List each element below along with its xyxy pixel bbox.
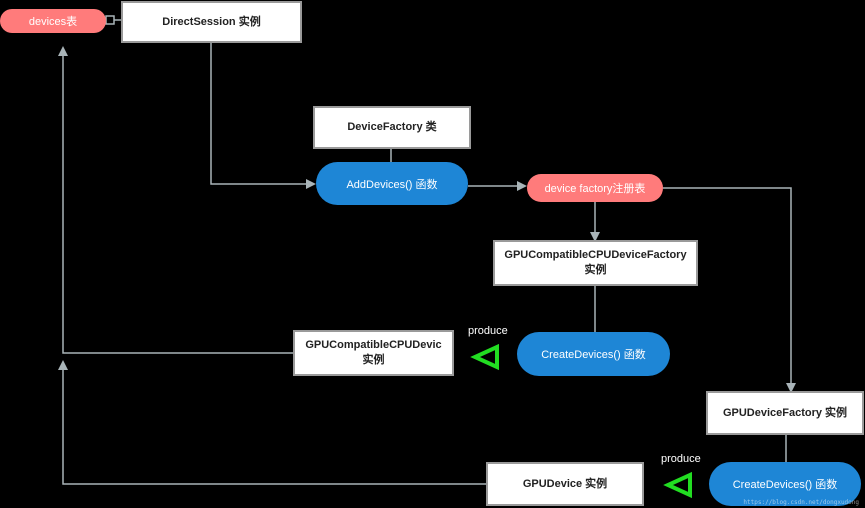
device-factory-class-node: DeviceFactory 类 [313, 106, 471, 149]
gpu-compatible-cpu-device-factory-node: GPUCompatibleCPUDeviceFactory 实例 [493, 240, 698, 286]
gpu-compatible-cpu-device-factory-label-line1: GPUCompatibleCPUDeviceFactory [504, 249, 687, 261]
add-devices-function-node: AddDevices() 函数 [316, 162, 468, 205]
gpu-compatible-cpu-device-label-line1: GPUCompatibleCPUDevic [305, 339, 442, 351]
gpu-compatible-cpu-device-factory-label-line2: 实例 [584, 264, 607, 276]
gpu-compatible-cpu-device-label-line2: 实例 [362, 354, 385, 366]
watermark: https://blog.csdn.net/dongxudong [743, 499, 859, 506]
devices-table-node: devices表 [0, 9, 106, 33]
produce-label-1: produce [468, 325, 508, 337]
device-factory-registry-node: device factory注册表 [527, 174, 663, 202]
edge-directsession-to-adddevices [210, 43, 316, 189]
create-devices-function-node-2: CreateDevices() 函数 [709, 462, 861, 506]
gpu-device-factory-node: GPUDeviceFactory 实例 [706, 391, 864, 435]
gpu-compatible-cpu-device-node: GPUCompatibleCPUDevic 实例 [293, 330, 454, 376]
direct-session-label: DirectSession 实例 [162, 15, 261, 28]
produce-label-2: produce [661, 453, 701, 465]
connector-square [105, 15, 115, 25]
gpu-device-node: GPUDevice 实例 [486, 462, 644, 506]
produce-arrow-icon-2 [663, 471, 692, 499]
edge-compatdevice-to-devices [58, 46, 293, 354]
gpu-device-factory-label: GPUDeviceFactory 实例 [722, 406, 848, 419]
create-devices-function-node-1: CreateDevices() 函数 [517, 332, 670, 376]
device-factory-class-label: DeviceFactory 类 [347, 121, 437, 133]
edge-gpudevice-to-devices [58, 360, 486, 485]
gpu-device-label: GPUDevice 实例 [522, 477, 608, 490]
produce-arrow-icon-1 [470, 343, 499, 371]
direct-session-node: DirectSession 实例 [121, 1, 302, 43]
edge-registry-to-gpufactory [663, 187, 796, 393]
